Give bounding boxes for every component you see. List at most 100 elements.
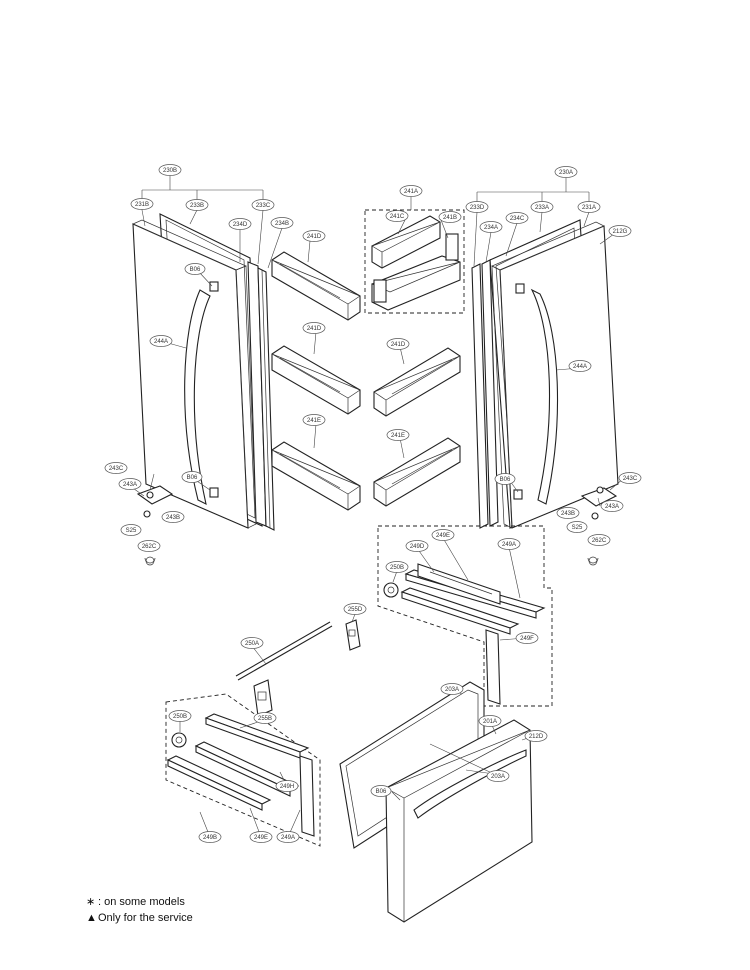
svg-text:243C: 243C — [109, 466, 124, 472]
svg-text:249A: 249A — [281, 835, 295, 841]
callout-212G: 212G — [608, 225, 632, 237]
svg-text:S25: S25 — [572, 525, 583, 531]
svg-text:255B: 255B — [258, 716, 272, 722]
callout-241A: 241A — [399, 185, 423, 197]
callout-244A-right: 244A — [568, 360, 592, 372]
callout-234B: 234B — [270, 217, 294, 229]
right-door-assembly — [471, 219, 619, 566]
callout-250A: 250A — [240, 637, 264, 649]
svg-text:243A: 243A — [605, 504, 619, 510]
svg-text:249A: 249A — [502, 542, 516, 548]
svg-text:B06: B06 — [376, 789, 387, 795]
callout-249E-right: 249E — [431, 529, 455, 541]
asterisk-icon: ∗ — [86, 896, 96, 908]
callout-241D-mid-left: 241D — [302, 322, 326, 334]
svg-text:B06: B06 — [190, 267, 201, 273]
svg-text:212D: 212D — [529, 734, 544, 740]
svg-text:241C: 241C — [390, 214, 405, 220]
svg-text:231A: 231A — [582, 205, 596, 211]
callout-241E-left: 241E — [302, 414, 326, 426]
callout-241D-top: 241D — [302, 230, 326, 242]
left-door-assembly — [132, 213, 275, 566]
svg-text:244A: 244A — [154, 339, 168, 345]
callout-234A: 234A — [479, 221, 503, 233]
callout-250B-left: 250B — [168, 710, 192, 722]
callout-249F: 249F — [515, 632, 539, 644]
legend-some-models: ∗: on some models — [86, 895, 185, 908]
callout-S25-left: S25 — [120, 524, 142, 536]
callout-249H: 249H — [275, 780, 299, 792]
svg-text:243C: 243C — [623, 476, 638, 482]
svg-text:230A: 230A — [559, 170, 573, 176]
svg-text:234A: 234A — [484, 225, 498, 231]
callout-255B: 255B — [253, 712, 277, 724]
svg-text:203A: 203A — [445, 687, 459, 693]
svg-text:241A: 241A — [404, 189, 418, 195]
svg-text:249B: 249B — [203, 835, 217, 841]
callout-203A-bottom: 203A — [486, 770, 510, 782]
callout-234C: 234C — [505, 212, 529, 224]
legend-service-only: ▲Only for the service — [86, 912, 193, 924]
callout-243B-left: 243B — [161, 511, 185, 523]
triangle-icon: ▲ — [86, 912, 97, 924]
svg-text:249E: 249E — [436, 533, 450, 539]
callout-233D: 233D — [465, 201, 489, 213]
svg-text:249E: 249E — [254, 835, 268, 841]
svg-text:241E: 241E — [391, 433, 405, 439]
svg-text:201A: 201A — [483, 719, 497, 725]
callout-243C-left: 243C — [104, 462, 128, 474]
callout-231A: 231A — [577, 201, 601, 213]
callout-241B: 241B — [438, 211, 462, 223]
svg-text:233D: 233D — [470, 205, 485, 211]
svg-text:241B: 241B — [443, 215, 457, 221]
callout-203A-top: 203A — [440, 683, 464, 695]
middle-parts — [235, 619, 361, 717]
callout-B06-left-bottom: B06 — [181, 471, 203, 483]
callout-212D: 212D — [524, 730, 548, 742]
callout-233A: 233A — [530, 201, 554, 213]
top-group-brackets — [141, 176, 590, 212]
callout-230A: 230A — [554, 166, 578, 178]
svg-text:255D: 255D — [348, 607, 363, 613]
door-bins — [271, 209, 465, 511]
callout-230B: 230B — [158, 164, 182, 176]
callout-241E-right: 241E — [386, 429, 410, 441]
callout-243A-left: 243A — [118, 478, 142, 490]
svg-text:B06: B06 — [187, 475, 198, 481]
svg-text:262C: 262C — [142, 544, 157, 550]
svg-text:250B: 250B — [173, 714, 187, 720]
svg-text:243B: 243B — [166, 515, 180, 521]
callout-233B: 233B — [185, 199, 209, 211]
left-rail-assembly — [165, 693, 321, 847]
svg-text:234C: 234C — [510, 216, 525, 222]
svg-text:234B: 234B — [275, 221, 289, 227]
svg-text:233A: 233A — [535, 205, 549, 211]
callout-250B-right: 250B — [385, 561, 409, 573]
svg-text:250B: 250B — [390, 565, 404, 571]
svg-text:230B: 230B — [163, 168, 177, 174]
callout-244A-left: 244A — [149, 335, 173, 347]
legend-text: Only for the service — [98, 912, 193, 924]
callout-249B: 249B — [198, 831, 222, 843]
callout-201A: 201A — [478, 715, 502, 727]
callout-B06-right-bottom: B06 — [494, 473, 516, 485]
svg-text:249H: 249H — [280, 784, 294, 790]
svg-text:233C: 233C — [256, 203, 271, 209]
callout-B06-drawer: B06 — [370, 785, 392, 797]
part-callouts: 230B 230A 231B 233B 234D 233C 234B 241A … — [104, 164, 642, 843]
svg-text:233B: 233B — [190, 203, 204, 209]
svg-text:B06: B06 — [500, 477, 511, 483]
callout-243A-right: 243A — [600, 500, 624, 512]
freezer-drawer — [339, 681, 533, 923]
callout-249E-left: 249E — [249, 831, 273, 843]
svg-text:234D: 234D — [233, 222, 248, 228]
callout-243C-right: 243C — [618, 472, 642, 484]
callout-231B: 231B — [130, 198, 154, 210]
callout-243B-right: 243B — [556, 507, 580, 519]
svg-text:244A: 244A — [573, 364, 587, 370]
svg-text:262C: 262C — [592, 538, 607, 544]
legend-text: : on some models — [98, 896, 185, 908]
callout-262C-left: 262C — [137, 540, 161, 552]
callout-241C: 241C — [385, 210, 409, 222]
